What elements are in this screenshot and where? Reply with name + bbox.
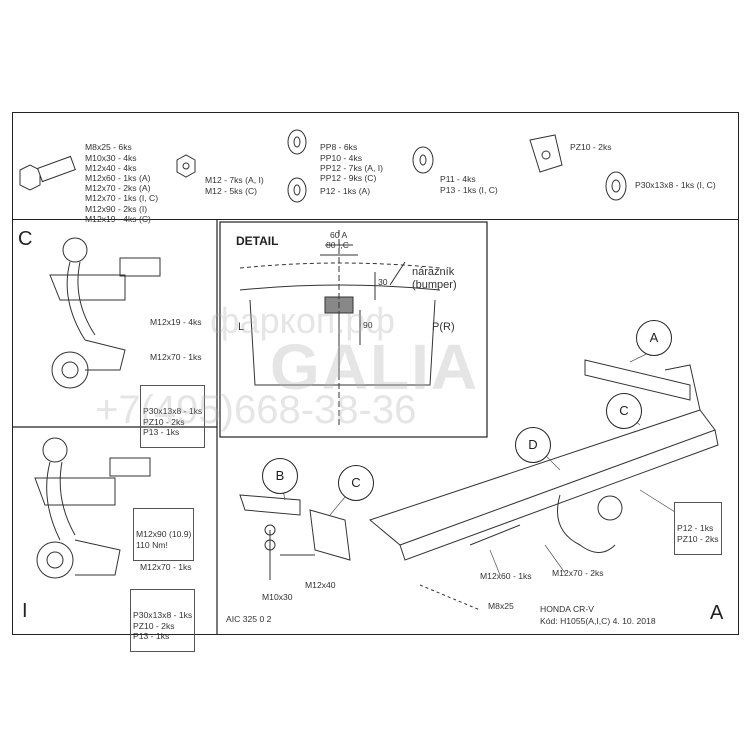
watermark-site: фаркоп.рф [210, 300, 395, 341]
drawing-code: AIC 325 0 2 [226, 614, 272, 624]
detail-right: P(R) [432, 321, 455, 333]
marker-a: A [636, 320, 672, 356]
parts-list-panel [12, 112, 739, 220]
p30-label: P30x13x8 - 1ks (I, C) [635, 180, 716, 190]
spacer-block-icon [529, 134, 563, 173]
nut-list: M12 - 7ks (A, I)M12 - 5ks (C) [205, 175, 264, 196]
detail-dim-90: 90 [363, 320, 373, 330]
nut-icon [176, 154, 196, 178]
detail-sketch [239, 230, 441, 425]
corner-letter: A [710, 602, 724, 624]
panel-i-callout: M12x70 - 1ks [140, 562, 192, 572]
bolt-icon [19, 155, 76, 191]
pz10-label: PZ10 - 2ks [570, 142, 612, 152]
marker-b: B [262, 458, 298, 494]
vehicle-name: HONDA CR-V [540, 604, 594, 614]
tow-ball-sketch-i [34, 437, 151, 579]
watermark-phone: +7(495)668-38-36 [95, 388, 417, 432]
panel-c-letter: C [18, 228, 33, 250]
callout-m12x40: M12x40 [305, 580, 336, 590]
callout-m8x25: M8x25 [488, 601, 514, 611]
panel-i-box-1: M12x90 (10.9)110 Nm! [133, 508, 195, 562]
washer-p12-label: P12 - 1ks (A) [320, 186, 371, 196]
towbar-assembly-sketch [239, 359, 719, 611]
panel-i-letter: I [22, 600, 28, 622]
detail-dim-ic: 80 I,C [326, 240, 349, 250]
callout-m10x30: M10x30 [262, 592, 293, 602]
detail-dim-a: 60 A [330, 230, 348, 240]
washer-icons [287, 129, 627, 203]
callout-m12x70: M12x70 - 2ks [552, 568, 604, 578]
watermark-brand: GALIA [270, 331, 480, 403]
panel-c-callout-1: M12x19 - 4ks [150, 317, 202, 327]
callout-m12x60: M12x60 - 1ks [480, 571, 532, 581]
marker-c-right: C [606, 393, 642, 429]
detail-left: L [238, 321, 245, 333]
bumper-label: nárazník(bumper) [412, 266, 457, 291]
detail-dim-30: 30 [378, 277, 388, 287]
panel-c-callout-2: M12x70 - 1ks [150, 352, 202, 362]
drawing-sheet [12, 112, 739, 635]
tow-ball-sketch-c [49, 237, 161, 389]
marker-d: D [515, 427, 551, 463]
marker-c-left: C [338, 465, 374, 501]
kit-code: Kód: H1055(A,I,C) 4. 10. 2018 [540, 616, 656, 626]
detail-title: DETAIL [236, 234, 279, 248]
